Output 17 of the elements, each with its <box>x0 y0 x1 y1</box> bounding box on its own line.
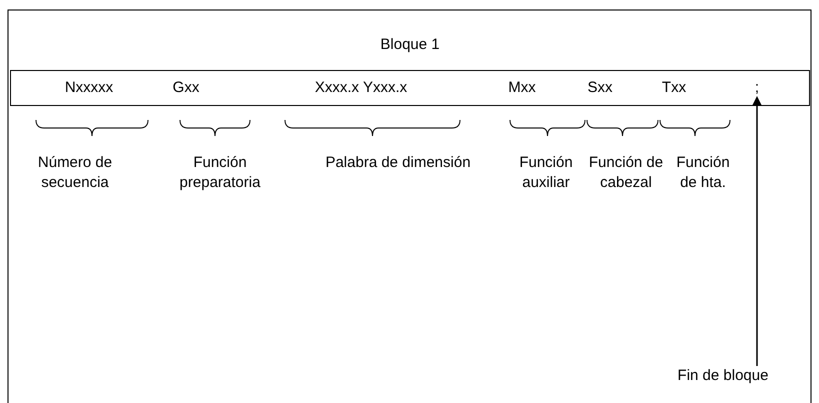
end-of-block-symbol: ; <box>750 78 764 98</box>
code-word: Nxxxxx <box>64 79 114 97</box>
code-word: Txx <box>662 79 686 97</box>
code-block-box <box>10 70 810 106</box>
block-title: Bloque 1 <box>379 35 441 55</box>
field-description: Función auxiliar <box>518 153 574 193</box>
code-word: Xxxx.x Yxxx.x <box>314 79 408 97</box>
field-description: Función preparatoria <box>178 153 262 193</box>
code-word: Gxx <box>172 79 200 97</box>
code-word: Sxx <box>588 79 612 97</box>
field-description: Función de hta. <box>675 153 731 193</box>
end-of-block-label: Fin de bloque <box>668 366 778 386</box>
field-description: Función de cabezal <box>588 153 664 193</box>
arrow <box>752 96 762 366</box>
field-description: Palabra de dimensión <box>324 153 472 173</box>
field-description: Número de secuencia <box>36 153 114 193</box>
code-word: Mxx <box>508 79 536 97</box>
